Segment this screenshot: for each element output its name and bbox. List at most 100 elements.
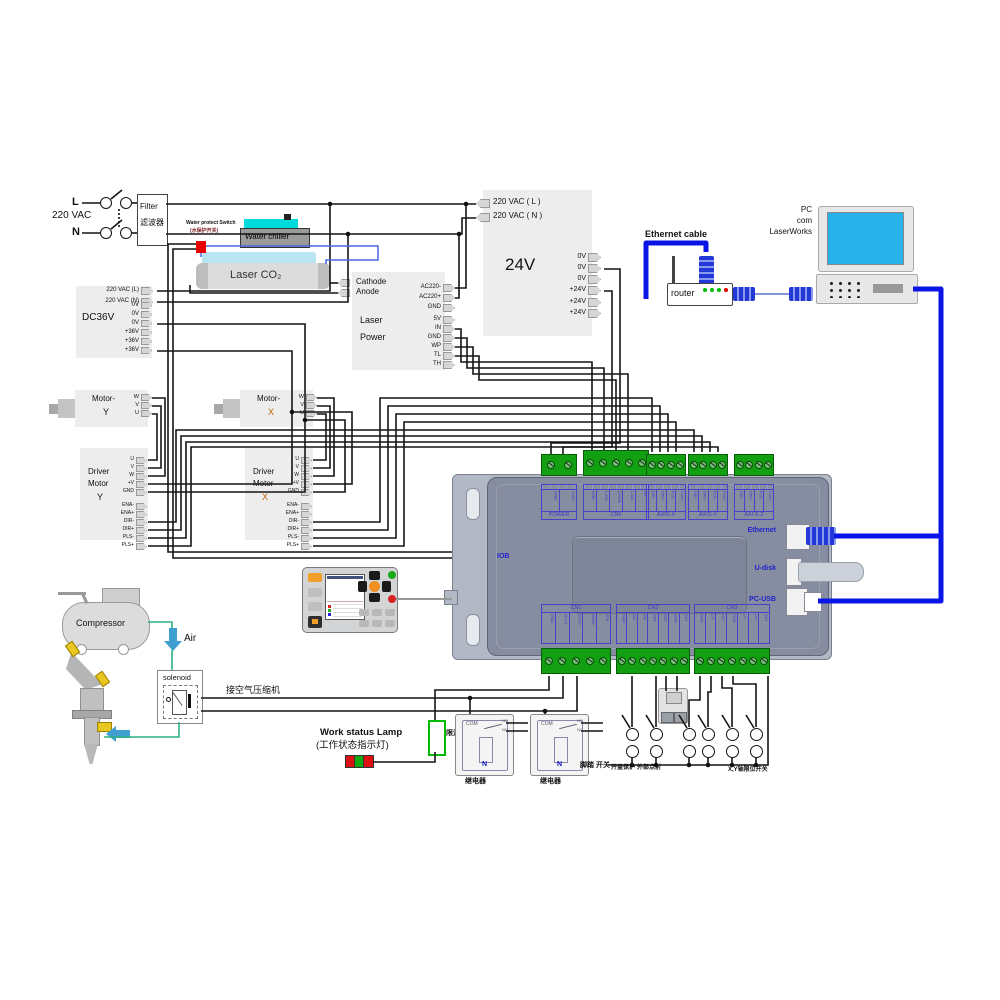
relay-com-label: COM [541,721,553,727]
relay-no-label: NO [577,718,583,723]
psu36-pin: 0V [131,320,139,326]
terminal-screw [749,657,758,665]
ethernet-port-label: Ethernet [747,527,776,534]
router-led [703,288,707,292]
terminal-arrow [443,284,455,292]
terminal-arrow [338,279,350,287]
controller-nameplate [572,536,747,614]
driver-y-name1: Driver [88,467,110,476]
psu-sig-pin: TH [433,361,441,367]
pc-base [816,274,918,304]
lamp-red2 [363,755,374,768]
pin-cell: LY- [738,613,749,643]
psu24-pin: +24V [569,286,586,293]
compressor-pipe [58,592,86,595]
terminal-screw [599,657,608,665]
router-led [717,288,721,292]
psu36-ac-l: 220 VAC (L) [106,287,139,293]
terminal-arrow [136,535,147,542]
terminal-arrow [136,503,147,510]
relay-label: 继电器 [465,778,486,785]
panel-screen [325,574,365,620]
relay-box: COM NO NC N [455,714,514,776]
driver-pin: PLS- [122,534,134,540]
terminal-screw [706,657,715,665]
driver-pin: DIR- [123,518,134,524]
terminal-block [541,454,577,476]
panel-button [308,616,322,628]
terminal-screw [689,461,698,469]
switch-contact [120,227,132,239]
terminal-arrow [588,286,601,295]
terminal-arrow [141,287,153,295]
panel-button [359,620,369,627]
terminal-arrow [136,473,147,480]
router-box: router [667,283,733,306]
chiller-cap [284,214,291,220]
router-antenna [672,256,675,284]
psu-sig-pin: GND [427,334,441,340]
psu-ac-pin: AC220+ [419,294,441,300]
motor-shaft [223,399,240,418]
solenoid-label: solenoid [163,673,191,682]
terminal-screw [717,657,726,665]
switch-contact [649,727,663,741]
motor-shaft [214,404,223,414]
terminal-arrow [338,289,350,297]
rj45-plug [806,527,836,545]
pin-cell: DIR+ [699,490,709,511]
terminal-block [734,454,774,476]
mains-n-label: N [72,226,80,238]
pin-cell: GND [695,613,706,643]
switch-contact [120,197,132,209]
solenoid-note-zh: 接空气压缩机 [226,685,281,695]
terminal-screw [669,657,678,665]
driver-pin: U [130,456,134,462]
psu36-ac-n: 220 VAC (N) [105,298,139,304]
pin-cell: DIR+ [657,490,667,511]
motor-shaft [58,399,75,418]
motor-y-name: Motor- [92,394,116,403]
laser-tube: Laser CO₂ [196,263,330,289]
terminal-screw [638,657,647,665]
driver-pin: U [295,456,299,462]
solenoid-box: solenoid [157,670,203,724]
terminal-screw [708,461,717,469]
terminal-arrow [136,489,147,496]
terminal-screw [679,657,688,665]
terminal-screw [735,461,744,469]
driver-pin: DIR+ [287,526,299,532]
compressor-label: Compressor [76,618,126,628]
terminal-arrow [136,465,147,472]
relay-com-label: COM [466,721,478,727]
terminal-arrow [141,402,152,409]
laser-head-mirror [66,652,102,690]
driver-pin: ENA+ [120,510,134,516]
air-arrow-down [169,628,177,641]
water-protect-label1: Water protect Switch [186,220,236,226]
psu36-pin: +36V [124,338,139,344]
mounting-keyhole [466,614,480,646]
switch-contact [100,227,112,239]
terminal-arrow [136,527,147,534]
pin-cell: RST [659,613,670,643]
terminal-block [694,648,770,674]
psu36-box [76,286,152,358]
pin-cell: L-AN [623,490,636,511]
terminal-arrow [301,543,312,550]
connector-group-axis-y: DIR-DIR+PUL-PUL+AXIS-Y [688,484,728,520]
psu-sig-pin: TL [433,352,441,358]
pin-cell: PUL- [667,490,677,511]
pin-cell: PUL+ [722,491,727,502]
controller-iob-label: IOB [497,553,510,560]
psu24-pin: 0V [577,264,586,271]
rj45-plug [789,287,813,301]
terminal-screw [558,657,567,665]
relay-nc-label: NC [577,727,583,732]
terminal-arrow [443,352,455,360]
current-limit-resistor [428,720,446,756]
relay-nc-label: NC [502,727,508,732]
